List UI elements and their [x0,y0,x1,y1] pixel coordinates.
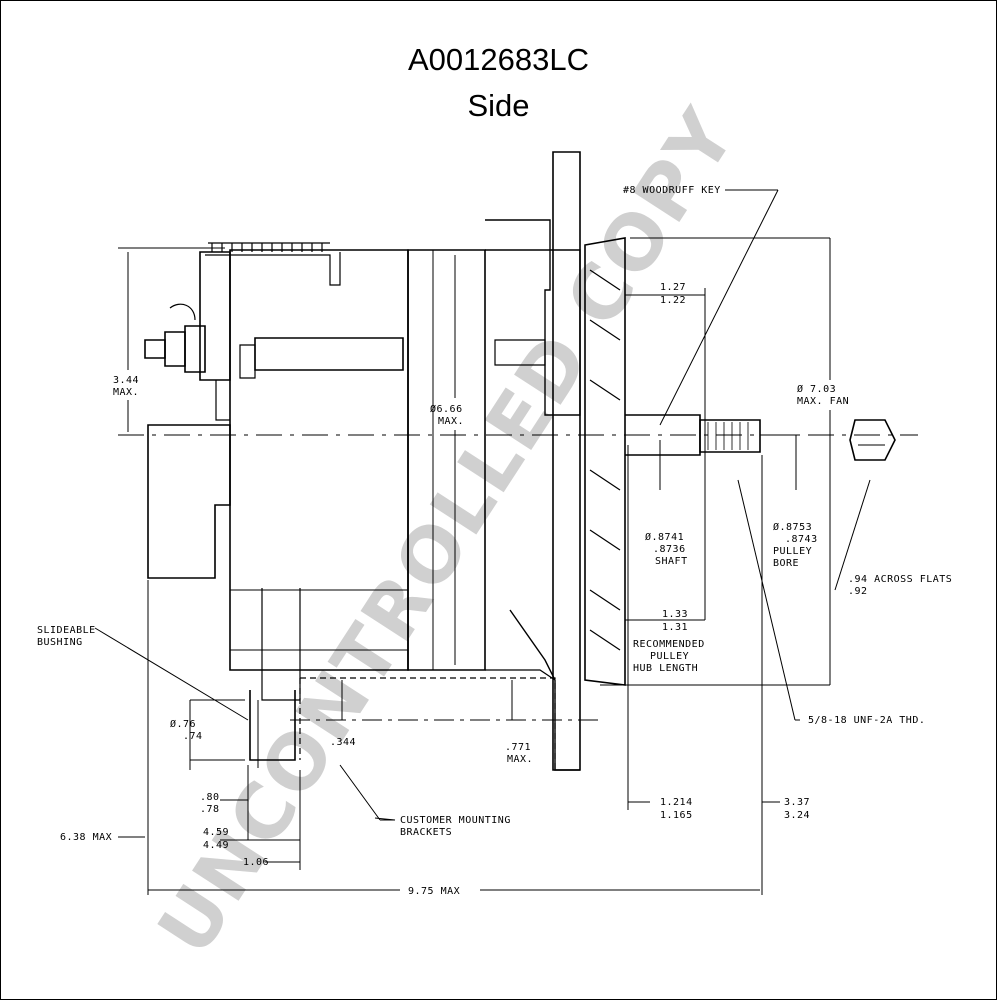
bushing-dia-1: Ø.76 [170,718,196,730]
bushing-label-2: BUSHING [37,637,83,648]
dim-078: .78 [200,804,220,815]
dim-771: .771 [505,742,531,753]
dim-771-max: MAX. [507,754,533,765]
bushing-label-1: SLIDEABLE [37,625,96,636]
hub-label-3: HUB LENGTH [633,663,698,674]
threaded-shaft-end [699,419,761,453]
dim-3-37: 3.37 [784,797,810,808]
dim-6-66-max: MAX. [438,416,464,427]
dimension-lines [94,189,871,895]
hub-label-1: RECOMMENDED [633,639,705,650]
dim-6-66: Ø6.66 [430,403,463,415]
dim-1-165: 1.165 [660,810,693,821]
bore-dia-1: Ø.8753 [773,521,812,533]
dim-080: .80 [200,792,220,803]
dim-6-38-max: 6.38 MAX [60,832,112,843]
dim-1-214: 1.214 [660,797,693,808]
woodruff-key-label: #8 WOODRUFF KEY [623,185,721,196]
thread-label: 5/8-18 UNF-2A THD. [808,715,925,726]
regulator-box [199,251,231,381]
shaft-nut [849,419,896,461]
flats-1: .94 ACROSS FLATS [848,574,952,585]
dim-3-44: 3.44 [113,375,139,386]
dim-3-24: 3.24 [784,810,810,821]
hub-dim-2: 1.31 [662,622,688,633]
dim-3-44-max: MAX. [113,387,139,398]
bore-label-1: PULLEY [773,546,812,557]
customer-mounting-brackets [300,677,556,770]
dim-7-03: Ø 7.03 [797,383,836,395]
dim-1-06: 1.06 [243,857,269,868]
dim-4-59: 4.59 [203,827,229,838]
brackets-label-1: CUSTOMER MOUNTING [400,815,511,826]
bore-label-2: BORE [773,558,799,569]
dim-1-22: 1.22 [660,295,686,306]
rear-mounting-ear [147,424,231,579]
drawing-title: A0012683LC [408,42,589,77]
hub-dim-1: 1.33 [662,609,688,620]
drawing-view-label: Side [467,88,530,123]
bore-dia-2: .8743 [785,534,818,545]
shaft-dia-2: .8736 [653,544,686,555]
dim-344: .344 [330,737,356,748]
shaft-dia-1: Ø.8741 [645,531,684,543]
dim-1-27: 1.27 [660,282,686,293]
flats-2: .92 [848,586,868,597]
hub-label-2: PULLEY [650,651,689,662]
dim-4-49: 4.49 [203,840,229,851]
bushing-dia-2: .74 [183,731,203,742]
brackets-label-2: BRACKETS [400,827,452,838]
shaft-label: SHAFT [655,556,688,567]
dimension-labels: #8 WOODRUFF KEY 3.44 MAX. Ø6.66 MAX. 1.2… [37,185,952,897]
slideable-bushing [249,690,296,761]
dim-7-03-label: MAX. FAN [797,396,849,407]
front-flange [552,151,581,771]
dim-9-75-max: 9.75 MAX [408,886,460,897]
